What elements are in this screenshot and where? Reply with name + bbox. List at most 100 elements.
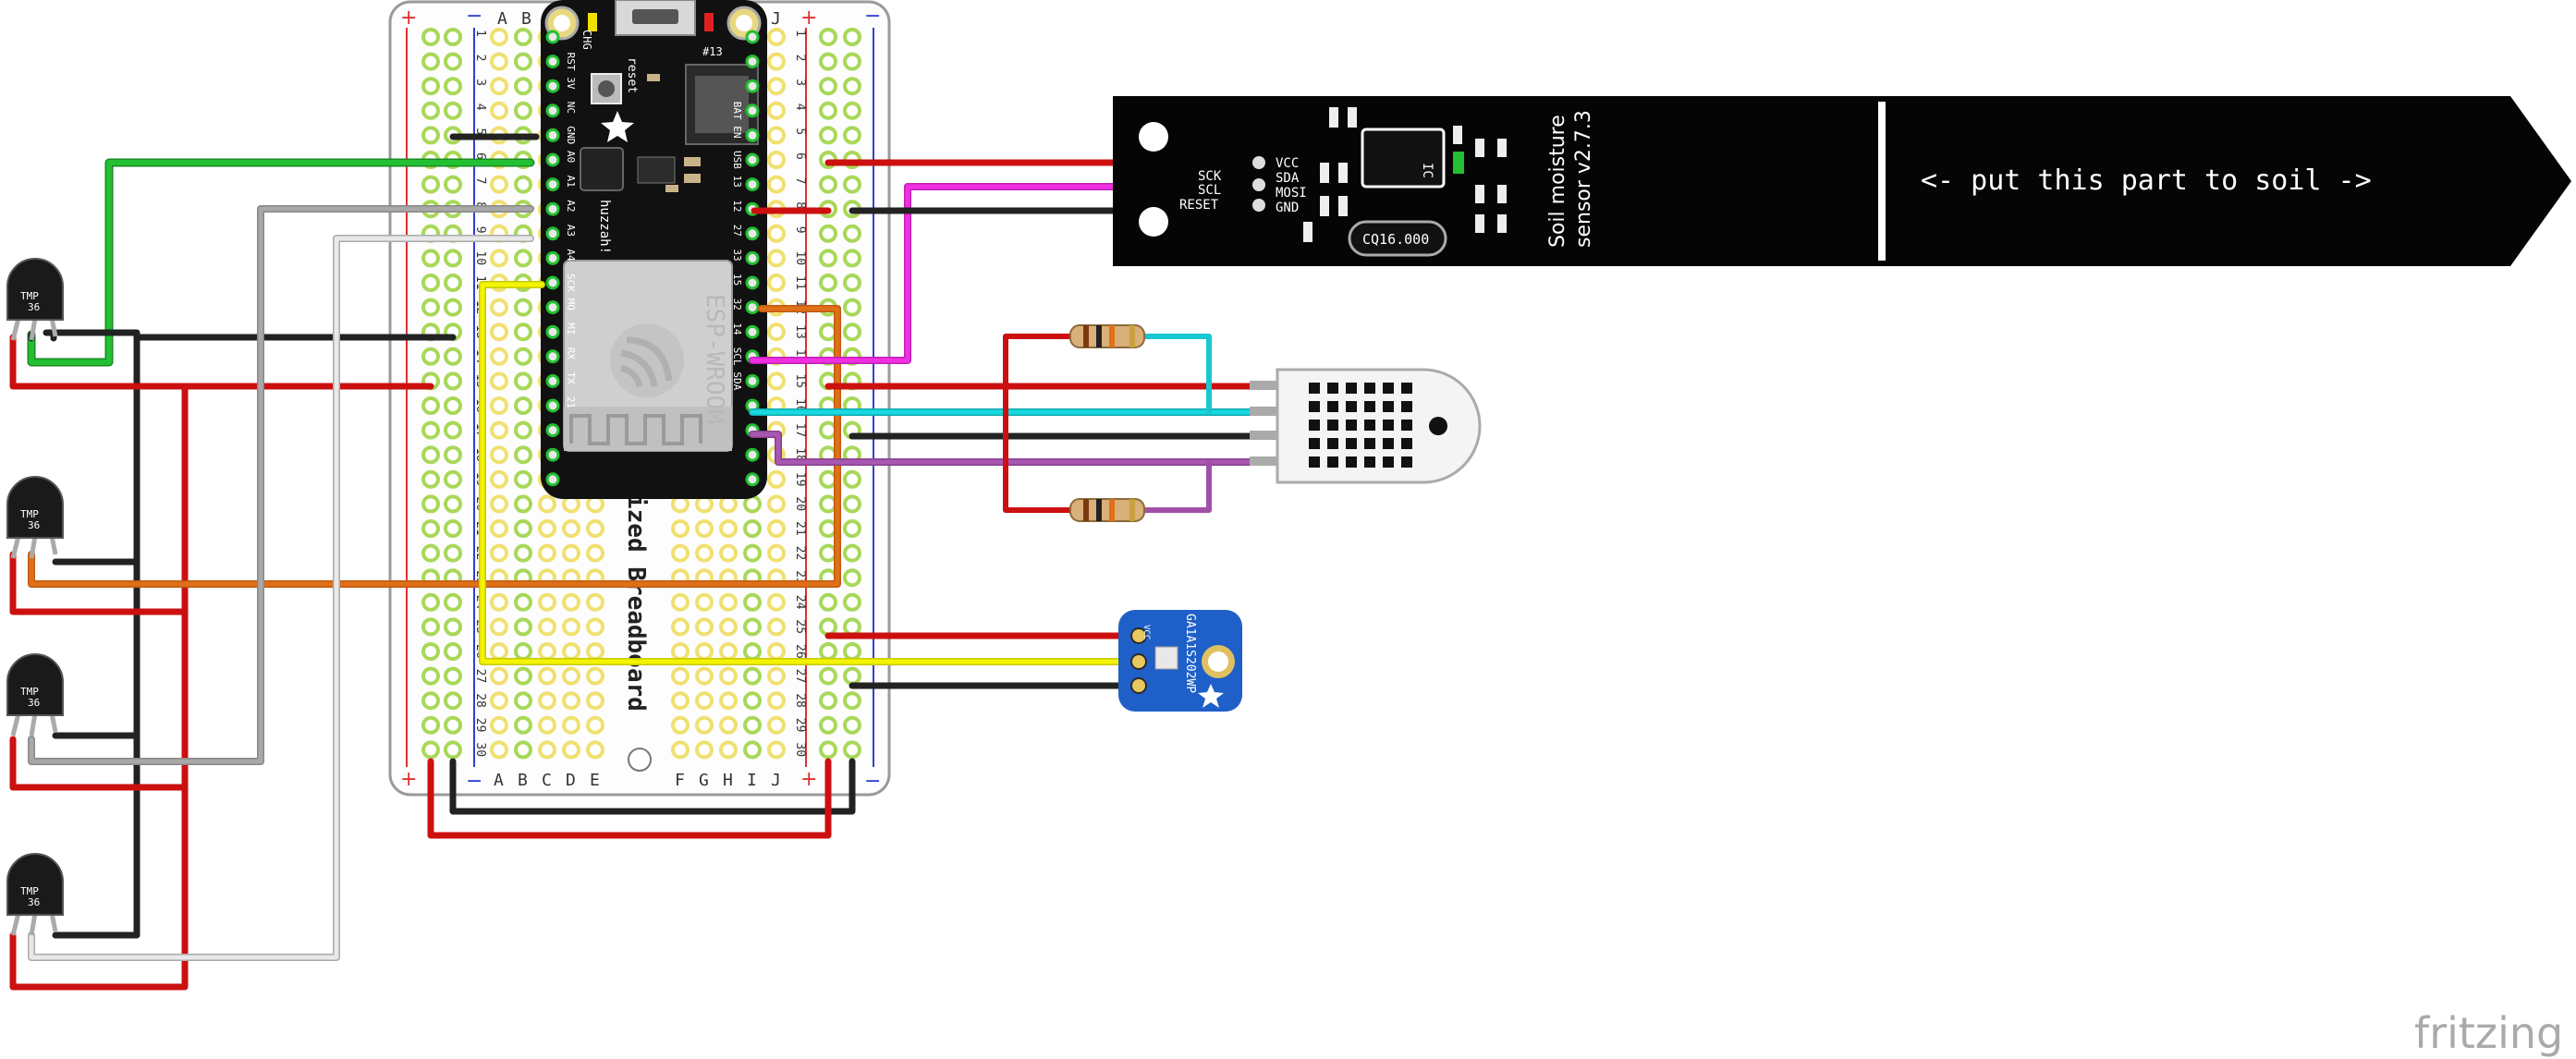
terminal-hole[interactable] (695, 642, 714, 661)
terminal-hole[interactable] (767, 740, 786, 760)
terminal-hole[interactable] (586, 617, 604, 637)
feather-pin-right[interactable] (745, 250, 760, 265)
terminal-hole[interactable] (562, 691, 580, 711)
rail-hole[interactable] (843, 101, 861, 120)
feather-pin-left[interactable] (545, 128, 560, 142)
terminal-hole[interactable] (538, 666, 556, 686)
terminal-hole[interactable] (767, 323, 786, 342)
rail-hole[interactable] (421, 28, 440, 46)
terminal-hole[interactable] (767, 151, 786, 169)
terminal-hole[interactable] (767, 691, 786, 711)
feather-pin-left[interactable] (545, 226, 560, 241)
rail-hole[interactable] (444, 543, 462, 563)
feather-pin-right[interactable] (745, 128, 760, 142)
rail-hole[interactable] (444, 691, 462, 711)
rail-hole[interactable] (421, 101, 440, 120)
rail-hole[interactable] (819, 543, 837, 563)
feather-pin-right[interactable] (745, 226, 760, 241)
feather-pin-right[interactable] (745, 55, 760, 69)
rail-hole[interactable] (444, 101, 462, 120)
feather-pin-right[interactable] (745, 300, 760, 315)
rail-hole[interactable] (421, 77, 440, 96)
feather-pin-right[interactable] (745, 177, 760, 192)
terminal-hole[interactable] (490, 77, 508, 96)
terminal-hole[interactable] (562, 592, 580, 612)
rail-hole[interactable] (421, 715, 440, 735)
terminal-hole[interactable] (695, 617, 714, 637)
terminal-hole[interactable] (490, 28, 508, 46)
terminal-hole[interactable] (671, 617, 690, 637)
wire-cyan-resistor-top[interactable] (1140, 334, 1212, 415)
rail-hole[interactable] (843, 126, 861, 145)
terminal-hole[interactable] (538, 691, 556, 711)
terminal-hole[interactable] (490, 691, 508, 711)
terminal-hole[interactable] (562, 715, 580, 735)
terminal-hole[interactable] (490, 642, 508, 661)
feather-pin-right[interactable] (745, 79, 760, 93)
terminal-hole[interactable] (490, 715, 508, 735)
rail-hole[interactable] (421, 396, 440, 415)
terminal-hole[interactable] (490, 666, 508, 686)
rail-hole[interactable] (843, 469, 861, 489)
terminal-hole[interactable] (514, 77, 532, 96)
terminal-hole[interactable] (562, 740, 580, 760)
rail-hole[interactable] (843, 691, 861, 711)
terminal-hole[interactable] (586, 715, 604, 735)
terminal-hole[interactable] (490, 298, 508, 317)
terminal-hole[interactable] (719, 666, 738, 686)
feather-pin-left[interactable] (545, 250, 560, 265)
rail-hole[interactable] (843, 715, 861, 735)
terminal-hole[interactable] (490, 445, 508, 465)
rail-hole[interactable] (421, 274, 440, 292)
terminal-hole[interactable] (490, 740, 508, 760)
terminal-hole[interactable] (767, 28, 786, 46)
terminal-hole[interactable] (767, 543, 786, 563)
rail-hole[interactable] (843, 323, 861, 342)
terminal-hole[interactable] (695, 691, 714, 711)
terminal-hole[interactable] (767, 77, 786, 96)
terminal-hole[interactable] (490, 396, 508, 415)
rail-hole[interactable] (421, 617, 440, 637)
feather-pin-left[interactable] (545, 201, 560, 216)
rail-hole[interactable] (444, 52, 462, 71)
rail-hole[interactable] (421, 642, 440, 661)
terminal-hole[interactable] (586, 740, 604, 760)
terminal-hole[interactable] (767, 494, 786, 514)
terminal-hole[interactable] (767, 519, 786, 538)
terminal-hole[interactable] (514, 396, 532, 415)
terminal-hole[interactable] (514, 740, 532, 760)
rail-hole[interactable] (819, 420, 837, 440)
rail-hole[interactable] (444, 592, 462, 612)
rail-hole[interactable] (421, 543, 440, 563)
terminal-hole[interactable] (743, 642, 762, 661)
rail-hole[interactable] (421, 52, 440, 71)
rail-hole[interactable] (819, 469, 837, 489)
terminal-hole[interactable] (695, 715, 714, 735)
terminal-hole[interactable] (719, 691, 738, 711)
terminal-hole[interactable] (743, 691, 762, 711)
terminal-hole[interactable] (538, 740, 556, 760)
rail-hole[interactable] (819, 715, 837, 735)
rail-hole[interactable] (444, 519, 462, 538)
rail-hole[interactable] (444, 666, 462, 686)
feather-pin-left[interactable] (545, 398, 560, 413)
terminal-hole[interactable] (562, 543, 580, 563)
rail-hole[interactable] (444, 494, 462, 514)
wire-red-bottom-rail[interactable] (427, 758, 832, 839)
terminal-hole[interactable] (538, 617, 556, 637)
rail-hole[interactable] (843, 77, 861, 96)
terminal-hole[interactable] (514, 28, 532, 46)
feather-pin-left[interactable] (545, 177, 560, 192)
terminal-hole[interactable] (767, 469, 786, 489)
terminal-hole[interactable] (514, 543, 532, 563)
terminal-hole[interactable] (671, 715, 690, 735)
terminal-hole[interactable] (490, 249, 508, 268)
wire-red-resistor-bottom[interactable] (1003, 383, 1075, 513)
rail-hole[interactable] (843, 175, 861, 194)
rail-hole[interactable] (843, 666, 861, 686)
terminal-hole[interactable] (490, 347, 508, 366)
terminal-hole[interactable] (514, 420, 532, 440)
rail-hole[interactable] (819, 642, 837, 661)
terminal-hole[interactable] (490, 494, 508, 514)
terminal-hole[interactable] (767, 224, 786, 243)
